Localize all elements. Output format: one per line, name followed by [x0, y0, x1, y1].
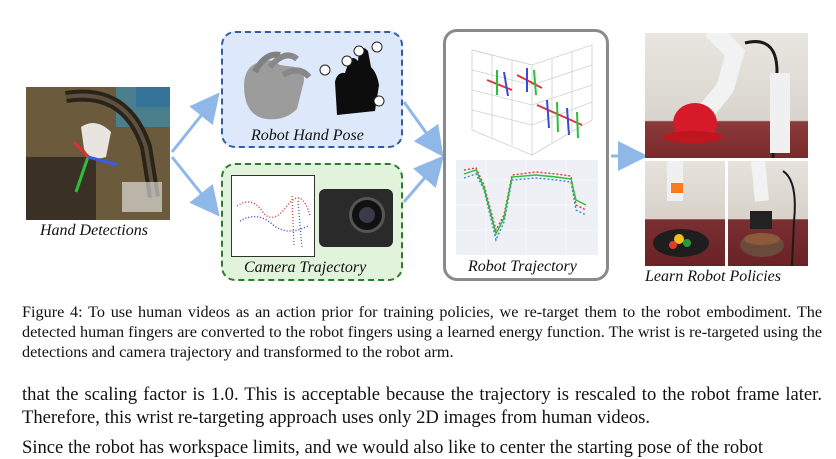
robot-policy-photo-main — [645, 33, 808, 158]
body-paragraph-next: Since the robot has workspace limits, an… — [22, 437, 763, 458]
pan-illustration — [653, 161, 709, 257]
camera-lens — [349, 197, 385, 233]
hand-detections-label: Hand Detections — [40, 222, 148, 239]
camera-trajectory-panel: Camera Trajectory — [221, 163, 403, 281]
robot-trajectory-series — [456, 160, 598, 255]
robot-policy-photo-pot — [728, 161, 808, 266]
robot-policy-photo-pan — [645, 161, 725, 266]
robot-trajectory-line-plot — [456, 160, 598, 255]
hand-detections-photo — [26, 87, 170, 220]
robot-trajectory-panel: Robot Trajectory — [443, 29, 609, 281]
figure-caption-text: To use human videos as an action prior f… — [22, 303, 822, 361]
camera-trajectory-points — [236, 195, 311, 249]
camera-lens-glass — [359, 207, 375, 223]
hand-detections-illustration — [26, 87, 170, 220]
body-paragraph: that the scaling factor is 1.0. This is … — [22, 384, 822, 428]
robot-trajectory-label: Robot Trajectory — [468, 258, 577, 275]
learn-robot-policies-label: Learn Robot Policies — [645, 268, 781, 285]
pot-illustration — [740, 161, 796, 266]
robot-trajectory-3d-plot — [471, 44, 593, 156]
camera-trajectory-plot — [231, 175, 315, 257]
camera-trajectory-label: Camera Trajectory — [244, 259, 367, 276]
figure-4: Hand Detections Robot Hand — [26, 29, 808, 285]
figure-caption: Figure 4: To use human videos as an acti… — [22, 302, 822, 362]
figure-caption-label: Figure 4: — [22, 303, 83, 321]
robot-hand-pose-label: Robot Hand Pose — [251, 127, 364, 144]
robot-hand-pose-illustration — [244, 41, 385, 120]
camera-device — [319, 189, 393, 247]
robot-arm-illustration — [663, 33, 790, 158]
robot-hand-pose-panel: Robot Hand Pose — [221, 31, 403, 148]
flow-arrows — [170, 92, 648, 217]
